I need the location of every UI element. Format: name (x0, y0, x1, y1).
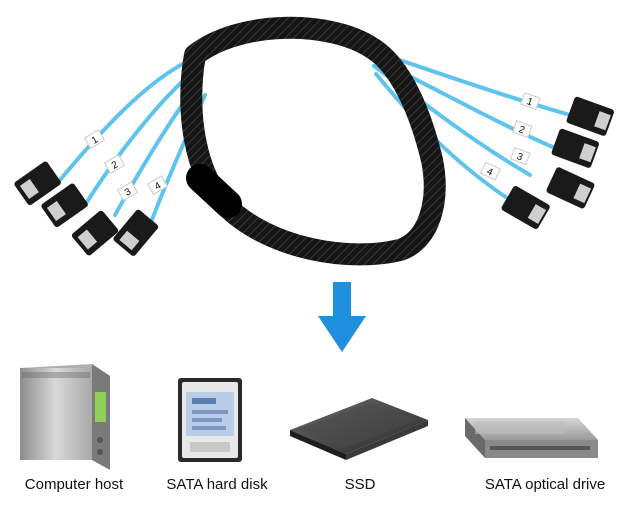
sata-cable: 1 2 3 4 1 2 3 4 (14, 16, 614, 266)
arrow-down-icon (318, 282, 366, 352)
device-label-ssd: SSD (344, 476, 376, 493)
cable-tag: 3 (515, 151, 524, 163)
sata-connector (113, 209, 159, 256)
right-tags: 1 2 3 4 (479, 92, 541, 181)
sata-connector (566, 96, 614, 136)
hard-disk-icon (178, 378, 242, 462)
sleeve-band (186, 164, 242, 218)
sata-connector (71, 210, 119, 256)
sata-connector (41, 183, 88, 228)
computer-tower-icon (20, 364, 110, 470)
left-connectors (14, 161, 159, 256)
cable-tag: 2 (517, 124, 526, 136)
braided-sleeve (180, 16, 446, 266)
cable-tag: 4 (485, 166, 495, 179)
right-connectors (501, 96, 614, 230)
sata-connector (501, 185, 550, 230)
device-label-computer-host: Computer host (24, 476, 124, 493)
cable-tag: 2 (110, 159, 121, 172)
device-label-sata-optical-drive: SATA optical drive (484, 476, 606, 493)
cable-tag: 3 (123, 186, 134, 199)
optical-drive-icon (465, 418, 598, 458)
sata-connector (546, 167, 595, 209)
cable-tag: 1 (90, 134, 101, 147)
ssd-icon (290, 398, 428, 460)
sata-connector (14, 161, 61, 206)
sata-connector (551, 128, 599, 168)
device-label-sata-hard-disk: SATA hard disk (166, 476, 268, 493)
left-tags: 1 2 3 4 (83, 129, 169, 202)
cable-tag: 1 (525, 96, 534, 108)
cable-tag: 4 (153, 180, 164, 193)
